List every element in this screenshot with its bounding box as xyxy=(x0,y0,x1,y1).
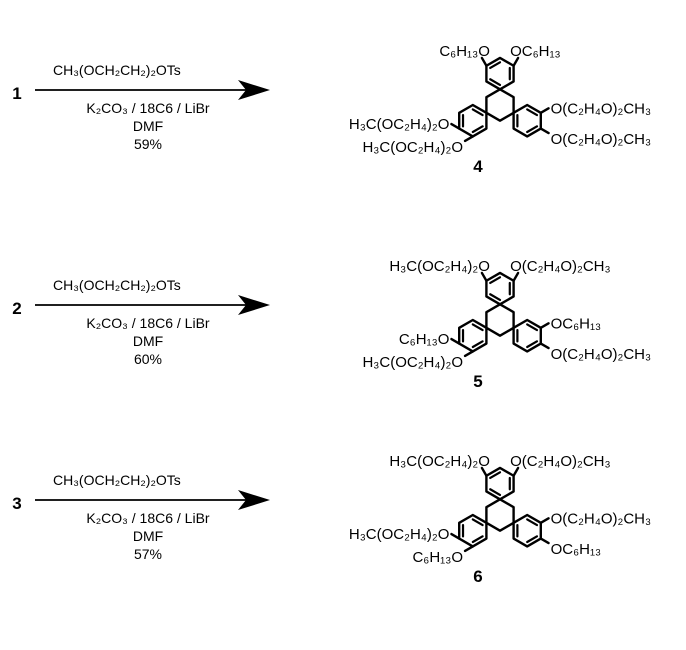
arrow-head xyxy=(238,295,270,315)
double-bond xyxy=(471,125,484,134)
substituents: H₃C(OC₂H₄)₂O O(C₂H₄O)₂CH₃ H₃C(OC₂H₄)₂O C₆H₁… xyxy=(349,453,651,566)
double-bond xyxy=(526,340,539,349)
substituent-bond xyxy=(463,135,475,143)
benzene-ring xyxy=(485,88,515,122)
substituent-bond xyxy=(539,127,550,135)
yield-text: 57% xyxy=(134,546,162,562)
substituent-bond xyxy=(512,466,520,477)
double-bond xyxy=(489,471,502,480)
reagent-text: CH₃(OCH₂CH₂)₂OTs xyxy=(53,472,181,488)
triphenylene-core xyxy=(450,56,550,143)
product-label: 4 xyxy=(473,157,483,176)
substituent-bot-left: H₃C(OC₂H₄)₂O xyxy=(362,354,463,371)
substituent-bond xyxy=(450,122,461,130)
condition-line: K₂CO₃ / 18C6 / LiBr xyxy=(86,315,210,331)
arrow-head xyxy=(238,80,270,100)
condition-line: K₂CO₃ / 18C6 / LiBr xyxy=(86,100,210,116)
substituent-top-left: C₆H₁₃O xyxy=(439,43,490,60)
product-label: 6 xyxy=(473,567,482,586)
double-bond xyxy=(489,488,502,496)
reactant-label: 3 xyxy=(12,494,21,513)
substituents: C₆H₁₃O OC₆H₁₃ H₃C(OC₂H₄)₂O H₃C(OC₂H₄)₂O O(C₂… xyxy=(349,43,651,156)
reagent-text: CH₃(OCH₂CH₂)₂OTs xyxy=(53,62,181,78)
double-bond xyxy=(489,78,502,87)
triphenylene-core xyxy=(450,271,550,358)
substituent-bot-left: C₆H₁₃O xyxy=(412,549,463,566)
substituent-top-right: O(C₂H₄O)₂CH₃ xyxy=(510,453,611,470)
substituent-bot-right: O(C₂H₄O)₂CH₃ xyxy=(551,131,652,148)
substituent-mid-right: O(C₂H₄O)₂CH₃ xyxy=(551,100,652,117)
substituents: H₃C(OC₂H₄)₂O O(C₂H₄O)₂CH₃ C₆H₁₃O H₃C(OC₂H₄)… xyxy=(362,258,651,371)
substituent-bond xyxy=(539,537,550,545)
arrow-head xyxy=(238,490,270,510)
double-bond xyxy=(526,518,539,527)
yield-text: 59% xyxy=(134,136,162,152)
substituent-bond xyxy=(480,56,488,67)
triphenylene-core xyxy=(450,466,550,553)
substituent-top-right: O(C₂H₄O)₂CH₃ xyxy=(510,258,611,275)
substituent-bond xyxy=(512,271,520,282)
benzene-ring xyxy=(485,303,515,337)
substituent-bond xyxy=(480,271,488,282)
double-bond xyxy=(526,535,539,544)
double-bond xyxy=(489,293,502,301)
substituent-bond xyxy=(539,342,550,350)
double-bond xyxy=(471,323,484,332)
substituent-bond xyxy=(539,107,550,115)
condition-line: DMF xyxy=(133,528,163,544)
double-bond xyxy=(526,323,539,332)
double-bond xyxy=(471,535,484,544)
substituent-top-left: H₃C(OC₂H₄)₂O xyxy=(389,453,490,470)
substituent-bond xyxy=(539,322,550,330)
substituent-bot-left: H₃C(OC₂H₄)₂O xyxy=(362,139,463,156)
reagent-text: CH₃(OCH₂CH₂)₂OTs xyxy=(53,277,181,293)
double-bond xyxy=(489,276,502,285)
substituent-bond xyxy=(450,532,461,540)
condition-line: K₂CO₃ / 18C6 / LiBr xyxy=(86,510,210,526)
substituent-mid-right: OC₆H₁₃ xyxy=(551,315,602,332)
substituent-bond xyxy=(463,545,475,553)
reactant-label: 2 xyxy=(12,299,21,318)
substituent-mid-left: C₆H₁₃O xyxy=(399,331,450,348)
substituent-bot-right: OC₆H₁₃ xyxy=(551,541,602,558)
reactant-label: 1 xyxy=(12,84,21,103)
double-bond xyxy=(526,108,539,117)
yield-text: 60% xyxy=(134,351,162,367)
substituent-top-right: OC₆H₁₃ xyxy=(510,43,561,60)
product-label: 5 xyxy=(473,372,482,391)
substituent-bond xyxy=(450,337,461,345)
substituent-bond xyxy=(463,350,475,358)
condition-line: DMF xyxy=(133,118,163,134)
substituent-mid-right: O(C₂H₄O)₂CH₃ xyxy=(551,510,652,527)
double-bond xyxy=(489,61,502,70)
substituent-bond xyxy=(539,517,550,525)
double-bond xyxy=(471,340,484,349)
substituent-mid-left: H₃C(OC₂H₄)₂O xyxy=(349,116,450,133)
condition-line: DMF xyxy=(133,333,163,349)
substituent-bond xyxy=(512,56,520,67)
substituent-bond xyxy=(480,466,488,477)
benzene-ring xyxy=(485,498,515,532)
substituent-mid-left: H₃C(OC₂H₄)₂O xyxy=(349,526,450,543)
substituent-bot-right: O(C₂H₄O)₂CH₃ xyxy=(551,346,652,363)
double-bond xyxy=(526,125,539,134)
double-bond xyxy=(471,108,484,117)
double-bond xyxy=(471,518,484,527)
substituent-top-left: H₃C(OC₂H₄)₂O xyxy=(389,258,490,275)
